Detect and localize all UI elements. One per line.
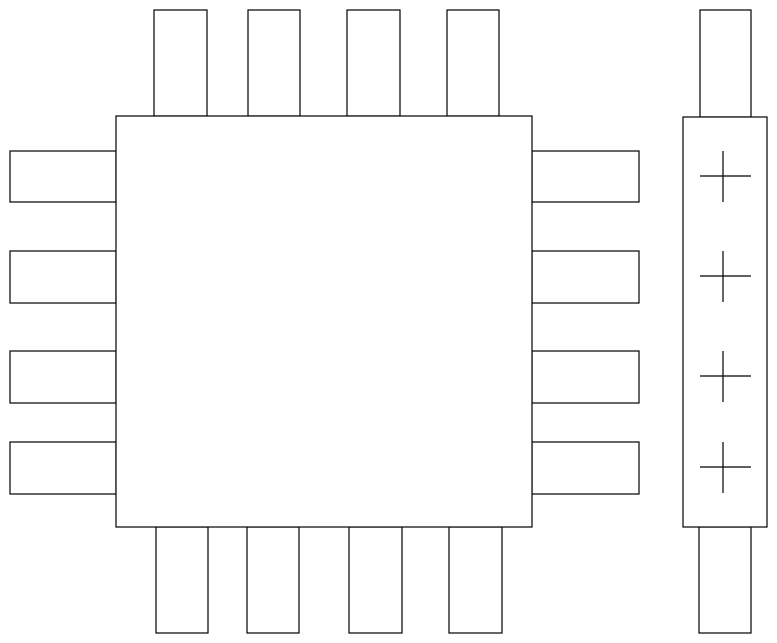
pin-bottom-2 <box>246 526 300 634</box>
pin-bottom-3 <box>348 526 403 634</box>
pin-right-4 <box>531 441 640 495</box>
pin-top-1 <box>153 9 208 117</box>
pin-bottom-1 <box>155 526 209 634</box>
side-body <box>682 116 768 528</box>
pin-left-1 <box>9 150 117 203</box>
package-body <box>115 115 533 528</box>
side-pin-top <box>699 9 752 118</box>
pin-top-4 <box>446 9 500 117</box>
pin-right-2 <box>531 250 640 304</box>
top-view <box>9 9 640 634</box>
plus-icon <box>700 251 751 302</box>
pin-left-3 <box>9 350 117 404</box>
plus-icon <box>700 351 751 402</box>
plus-icon <box>700 151 751 202</box>
pin-left-2 <box>9 250 117 304</box>
plus-icon <box>700 442 751 493</box>
pin-top-2 <box>247 9 301 117</box>
pin-left-4 <box>9 441 117 495</box>
pin-right-1 <box>531 150 640 203</box>
side-view <box>682 9 768 634</box>
side-pin-bottom <box>698 526 752 634</box>
pin-bottom-4 <box>448 526 503 634</box>
pin-top-3 <box>346 9 401 117</box>
pin-right-3 <box>531 350 640 404</box>
